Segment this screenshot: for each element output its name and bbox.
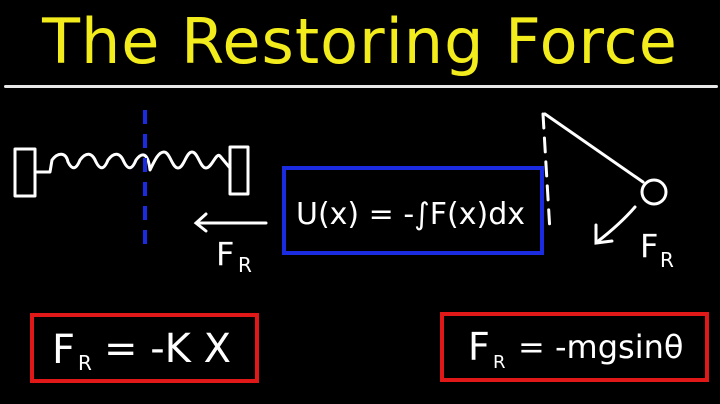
- svg-text:F: F: [640, 227, 658, 265]
- svg-text:R: R: [238, 253, 252, 277]
- pendulum-diagram: [541, 112, 668, 245]
- svg-text:R: R: [660, 248, 674, 272]
- pendulum-formula: F R = -mgsinθ: [468, 325, 683, 373]
- svg-text:F: F: [468, 325, 490, 369]
- page-title: The Restoring Force: [42, 5, 678, 78]
- potential-energy-box: [282, 166, 544, 255]
- pendulum-force-label: F R: [640, 227, 674, 272]
- left-wall-block: [13, 147, 37, 198]
- potential-energy-formula: U(x) = -∫F(x)dx: [296, 197, 525, 232]
- svg-text:F: F: [216, 235, 234, 273]
- spring-formula-box: [30, 313, 259, 383]
- pendulum-bob-icon: [640, 178, 668, 206]
- svg-text:= -mgsinθ: = -mgsinθ: [518, 328, 683, 366]
- pendulum-formula-box: [440, 312, 709, 382]
- pendulum-string: [543, 112, 645, 184]
- spring-coil-icon: [33, 150, 232, 174]
- pendulum-force-arrow-icon: [594, 205, 637, 245]
- spring-force-arrow-icon: [193, 212, 268, 233]
- spring-force-label: F R: [216, 235, 252, 277]
- title-underline: [4, 85, 718, 88]
- spring-formula: F R = -K X: [52, 326, 231, 375]
- svg-text:= -K X: = -K X: [104, 326, 231, 372]
- pendulum-vertical-dashed-line: [541, 112, 552, 234]
- spring-diagram: [13, 145, 250, 198]
- svg-text:F: F: [52, 327, 75, 373]
- right-mass-block: [228, 145, 250, 196]
- svg-text:R: R: [493, 352, 506, 373]
- svg-text:R: R: [78, 351, 92, 375]
